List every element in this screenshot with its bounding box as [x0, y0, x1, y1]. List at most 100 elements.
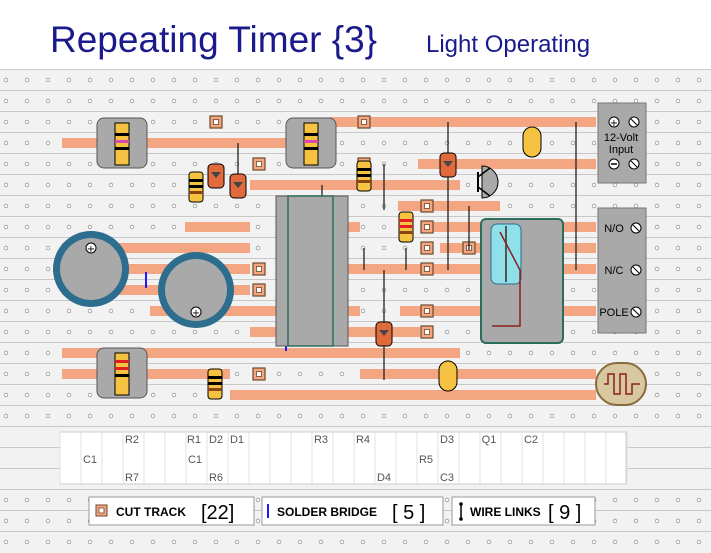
cut-track-hole-icon — [424, 329, 430, 335]
board-hole — [87, 98, 93, 104]
board-hole — [528, 539, 534, 545]
board-hole — [255, 539, 261, 545]
board-hole — [675, 329, 681, 335]
board-hole — [24, 308, 30, 314]
board-hole — [612, 350, 618, 356]
plus-symbol-icon: + — [192, 308, 200, 319]
board-hole — [3, 161, 9, 167]
cut-track-hole-icon — [361, 119, 367, 125]
board-hole — [213, 98, 219, 104]
plus-symbol-icon: + — [87, 244, 95, 255]
plus-symbol-icon: + — [610, 118, 618, 129]
board-hole — [675, 539, 681, 545]
board-hole — [528, 77, 534, 83]
board-hole — [108, 77, 114, 83]
board-hole — [423, 77, 429, 83]
board-hole — [696, 182, 702, 188]
board-hole — [150, 119, 156, 125]
legend-solder-bridge-count: [ 5 ] — [392, 502, 425, 524]
board-hole — [402, 539, 408, 545]
board-hole — [3, 350, 9, 356]
board-hole — [150, 98, 156, 104]
board-hole — [66, 329, 72, 335]
board-hole — [171, 98, 177, 104]
board-hole — [339, 539, 345, 545]
label-r7: R7 — [125, 472, 139, 484]
board-hole — [45, 203, 51, 209]
board-hole — [276, 98, 282, 104]
board-hole — [150, 203, 156, 209]
board-hole — [633, 350, 639, 356]
relay-nc-label: N/C — [605, 265, 624, 277]
board-hole — [171, 119, 177, 125]
band — [399, 219, 413, 222]
board-hole — [66, 392, 72, 398]
band — [399, 231, 413, 234]
board-hole — [465, 413, 471, 419]
board-hole — [549, 98, 555, 104]
board-hole — [549, 182, 555, 188]
board-hole — [255, 245, 261, 251]
board-hole — [360, 224, 366, 230]
board-hole — [633, 77, 639, 83]
transistor-collector-icon — [477, 167, 491, 178]
board-hole — [360, 413, 366, 419]
board-hole — [696, 392, 702, 398]
board-hole — [591, 98, 597, 104]
board-hole — [255, 518, 261, 524]
diode-symbol-icon — [443, 161, 453, 167]
band — [208, 376, 222, 379]
board-hole — [675, 245, 681, 251]
label-r2: R2 — [125, 434, 139, 446]
board-hole — [654, 287, 660, 293]
board-hole — [255, 77, 261, 83]
board-hole — [45, 98, 51, 104]
board-hole — [24, 98, 30, 104]
board-hole — [45, 329, 51, 335]
board-hole — [486, 413, 492, 419]
board-hole — [66, 497, 72, 503]
board-hole — [591, 203, 597, 209]
board-hole — [360, 98, 366, 104]
board-hole — [486, 539, 492, 545]
board-hole — [381, 245, 387, 251]
copper-strip — [360, 369, 596, 379]
board-hole — [675, 308, 681, 314]
board-hole — [87, 182, 93, 188]
plus-icon — [85, 242, 97, 254]
resistor — [398, 211, 414, 243]
board-hole — [612, 539, 618, 545]
copper-strip — [185, 222, 250, 232]
board-hole — [444, 287, 450, 293]
board-hole — [654, 161, 660, 167]
board-hole — [45, 539, 51, 545]
board-hole — [45, 245, 51, 251]
board-hole — [45, 308, 51, 314]
board-hole — [654, 329, 660, 335]
page-subtitle: Light Operating — [426, 31, 590, 58]
board-hole — [465, 539, 471, 545]
board-hole — [45, 518, 51, 524]
cut-track-hole-icon — [424, 266, 430, 272]
cut-track-hole-icon — [256, 371, 262, 377]
board-hole — [654, 245, 660, 251]
copper-strip — [150, 306, 360, 316]
cut-track-hole-icon — [256, 161, 262, 167]
board-hole — [24, 266, 30, 272]
board-hole — [24, 182, 30, 188]
board-hole — [24, 203, 30, 209]
board-hole — [402, 140, 408, 146]
board-hole — [675, 182, 681, 188]
board-hole — [276, 161, 282, 167]
screw-slot-icon — [632, 266, 640, 274]
screw-slot-icon — [630, 160, 638, 168]
board-hole — [129, 224, 135, 230]
board-hole — [45, 350, 51, 356]
cut-track-hole-icon — [424, 203, 430, 209]
board-hole — [45, 266, 51, 272]
board-hole — [129, 77, 135, 83]
board-hole — [129, 308, 135, 314]
board-hole — [381, 413, 387, 419]
board-hole — [591, 350, 597, 356]
